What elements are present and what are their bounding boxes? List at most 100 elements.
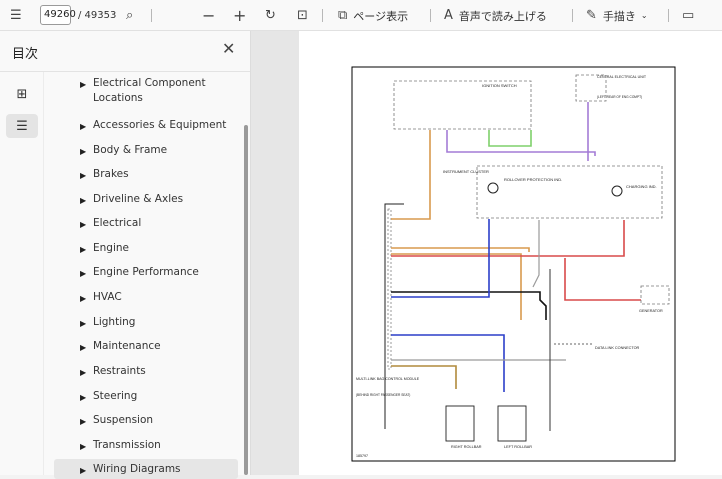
page-number-input[interactable]: 49260 [40, 5, 76, 25]
read-aloud-button[interactable]: A 音声で読み上げる [444, 0, 547, 31]
wire-brown [391, 365, 457, 389]
outline-button[interactable]: ☰ [6, 114, 38, 138]
highlight-button[interactable]: ▭ [682, 0, 694, 31]
rollover-bulb [487, 182, 499, 194]
expand-arrow-icon[interactable]: ▶ [80, 442, 87, 451]
instrument-cluster-label: INSTRUMENT CLUSTER [443, 169, 489, 174]
outline-item-label: Lighting [93, 316, 136, 328]
outline-item[interactable]: ▶ HVAC [54, 290, 238, 310]
chevron-down-icon: ⌄ [640, 11, 648, 20]
wire-green [488, 130, 532, 147]
sidebar: 目次 ✕ ⊞ ☰ ▶Electrical Component Locations… [0, 31, 251, 479]
plus-icon: + [233, 6, 247, 25]
document-viewer: IGNITION SWITCH CENTRAL ELECTRICAL UNIT (L… [251, 31, 722, 475]
rotate-icon: ↻ [265, 8, 276, 23]
draw-label: 手描き [602, 9, 636, 23]
central-unit-sub-label: (LEFT REAR OF ENG COMPT) [597, 95, 642, 99]
right-rollbar-label: RIGHT ROLLBAR [451, 445, 482, 449]
expand-arrow-icon[interactable]: ▶ [80, 269, 87, 278]
left-rollbar-box [497, 405, 527, 442]
wire-orange-3 [391, 253, 522, 320]
expand-arrow-icon[interactable]: ▶ [80, 171, 87, 180]
minus-icon: − [202, 6, 216, 25]
diagram-frame [351, 66, 676, 462]
outline-item[interactable]: ▶ Wiring Diagrams [54, 459, 238, 479]
thumbnails-button[interactable]: ⊞ [6, 82, 38, 106]
outline-item[interactable]: ▶ Body & Frame [54, 143, 238, 163]
draw-button[interactable]: ✎ 手描き ⌄ [586, 0, 648, 31]
expand-arrow-icon[interactable]: ▶ [80, 294, 87, 303]
outline-item[interactable]: ▶ Transmission [54, 438, 238, 458]
zoom-in-button[interactable]: + [233, 0, 246, 31]
instrument-cluster-box [476, 165, 663, 219]
expand-arrow-icon[interactable]: ▶ [80, 147, 87, 156]
page-view-icon: ⧉ [338, 8, 348, 23]
rotate-button[interactable]: ↻ [265, 0, 276, 31]
expand-arrow-icon[interactable]: ▶ [80, 466, 87, 475]
outline-item-label: Suspension [93, 414, 154, 426]
outline-item[interactable]: ▶ Steering [54, 389, 238, 409]
outline-item-label: Steering [93, 390, 138, 402]
outline-item-label: Restraints [93, 365, 146, 377]
outline-item-label: Accessories & Equipment [93, 119, 227, 131]
outline-item[interactable]: ▶ Restraints [54, 364, 238, 384]
scrollbar[interactable] [244, 125, 248, 475]
expand-arrow-icon[interactable]: ▶ [80, 368, 87, 377]
ignition-switch-label: IGNITION SWITCH [482, 83, 517, 88]
outline-item-label: Electrical [93, 217, 142, 229]
outline-item[interactable]: ▶ Accessories & Equipment [54, 118, 238, 138]
expand-arrow-icon[interactable]: ▶ [80, 417, 87, 426]
outline-item[interactable]: ▶ Engine [54, 241, 238, 261]
outline-item-label: Body & Frame [93, 144, 168, 156]
outline-item[interactable]: ▶Electrical Component Locations [54, 76, 238, 108]
left-rollbar-label: LEFT ROLLBAR [504, 445, 532, 449]
outline-item[interactable]: ▶ Suspension [54, 413, 238, 433]
toc-toggle-button[interactable]: ☰ [10, 0, 22, 31]
fit-page-button[interactable]: ⊡ [297, 0, 308, 31]
multi-link-label: MULTI-LINK BAG CONTROL MODULE [356, 377, 420, 381]
divider [151, 9, 152, 22]
rollover-label: ROLLOVER PROTECTION IND. [504, 177, 562, 182]
charging-bulb [611, 185, 623, 197]
connector-column [387, 208, 392, 370]
sidebar-title: 目次 [12, 47, 39, 62]
outline-item-label: HVAC [93, 291, 122, 303]
expand-arrow-icon[interactable]: ▶ [80, 122, 87, 131]
zoom-out-button[interactable]: − [202, 0, 215, 31]
outline-item-label: Transmission [93, 439, 161, 451]
module-bracket [384, 203, 404, 429]
wire-blue [391, 219, 490, 298]
expand-arrow-icon[interactable]: ▶ [80, 220, 87, 229]
outline-item-label: Driveline & Axles [93, 193, 184, 205]
list-icon: ☰ [10, 8, 22, 23]
outline-item[interactable]: ▶ Lighting [54, 315, 238, 335]
generator-label: GENERATOR [639, 309, 663, 313]
expand-arrow-icon[interactable]: ▶ [80, 319, 87, 328]
expand-arrow-icon[interactable]: ▶ [80, 343, 87, 352]
fit-page-icon: ⊡ [297, 8, 308, 23]
expand-arrow-icon[interactable]: ▶ [80, 245, 87, 254]
outline-item[interactable]: ▶ Brakes [54, 167, 238, 187]
outline-item[interactable]: ▶Engine Performance [54, 265, 238, 285]
divider [668, 9, 669, 22]
outline-item-label: Wiring Diagrams [93, 463, 181, 475]
central-unit-label: CENTRAL ELECTRICAL UNIT [597, 75, 647, 79]
expand-arrow-icon[interactable]: ▶ [80, 393, 87, 402]
outline-item[interactable]: ▶Maintenance [54, 339, 238, 359]
draw-icon: ✎ [586, 8, 597, 23]
outline-item[interactable]: ▶ Driveline & Axles [54, 192, 238, 212]
sidebar-rail: ⊞ ☰ [0, 72, 44, 475]
outline-item-label: Engine [93, 242, 129, 254]
expand-arrow-icon[interactable]: ▶ [80, 80, 87, 89]
toolbar: ☰ 49260 / 49353 ⌕ − + ↻ ⊡ ⧉ ページ表示 A 音声で読… [0, 0, 722, 31]
page-view-button[interactable]: ⧉ ページ表示 [338, 0, 408, 31]
close-sidebar-button[interactable]: ✕ [222, 39, 235, 58]
search-button[interactable]: ⌕ [126, 0, 133, 31]
outline-item-label: Brakes [93, 168, 129, 180]
right-rollbar-box [445, 405, 475, 442]
outline-item[interactable]: ▶ Electrical [54, 216, 238, 236]
wire-red [564, 220, 625, 257]
data-link-label: DATA LINK CONNECTOR [595, 346, 640, 350]
divider [430, 9, 431, 22]
expand-arrow-icon[interactable]: ▶ [80, 196, 87, 205]
